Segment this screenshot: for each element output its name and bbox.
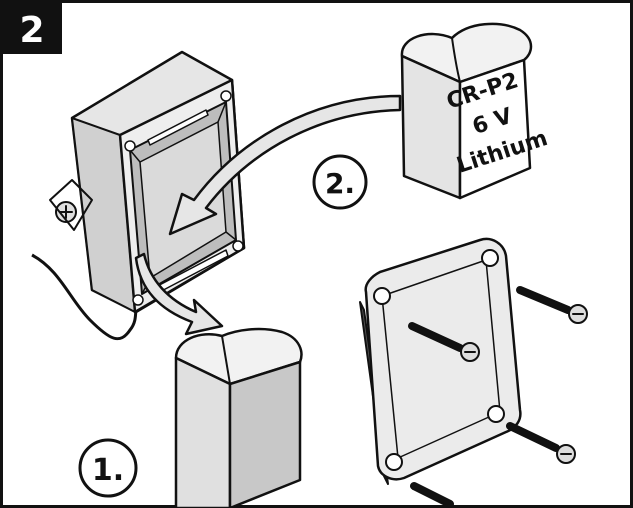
step-label-insert: 2. xyxy=(312,154,368,210)
screw-icon xyxy=(516,286,588,324)
step-number: 2 xyxy=(19,10,44,51)
step-label-insert-text: 2. xyxy=(325,167,355,200)
screw-icon xyxy=(506,422,576,464)
step-badge: 2 xyxy=(2,2,62,54)
cable xyxy=(31,253,142,341)
battery-old xyxy=(174,327,303,508)
step-label-remove: 1. xyxy=(78,438,138,498)
box-housing xyxy=(49,50,246,314)
battery-new: CR-P2 6 V Lithium xyxy=(400,22,551,200)
step-label-remove-text: 1. xyxy=(92,453,124,488)
remove-arrow-icon xyxy=(134,252,224,336)
screw-icon xyxy=(410,482,454,508)
mount-screw-icon xyxy=(55,201,77,223)
lid xyxy=(359,237,522,485)
insert-arrow-icon xyxy=(168,94,402,236)
screw-icon xyxy=(408,322,480,362)
